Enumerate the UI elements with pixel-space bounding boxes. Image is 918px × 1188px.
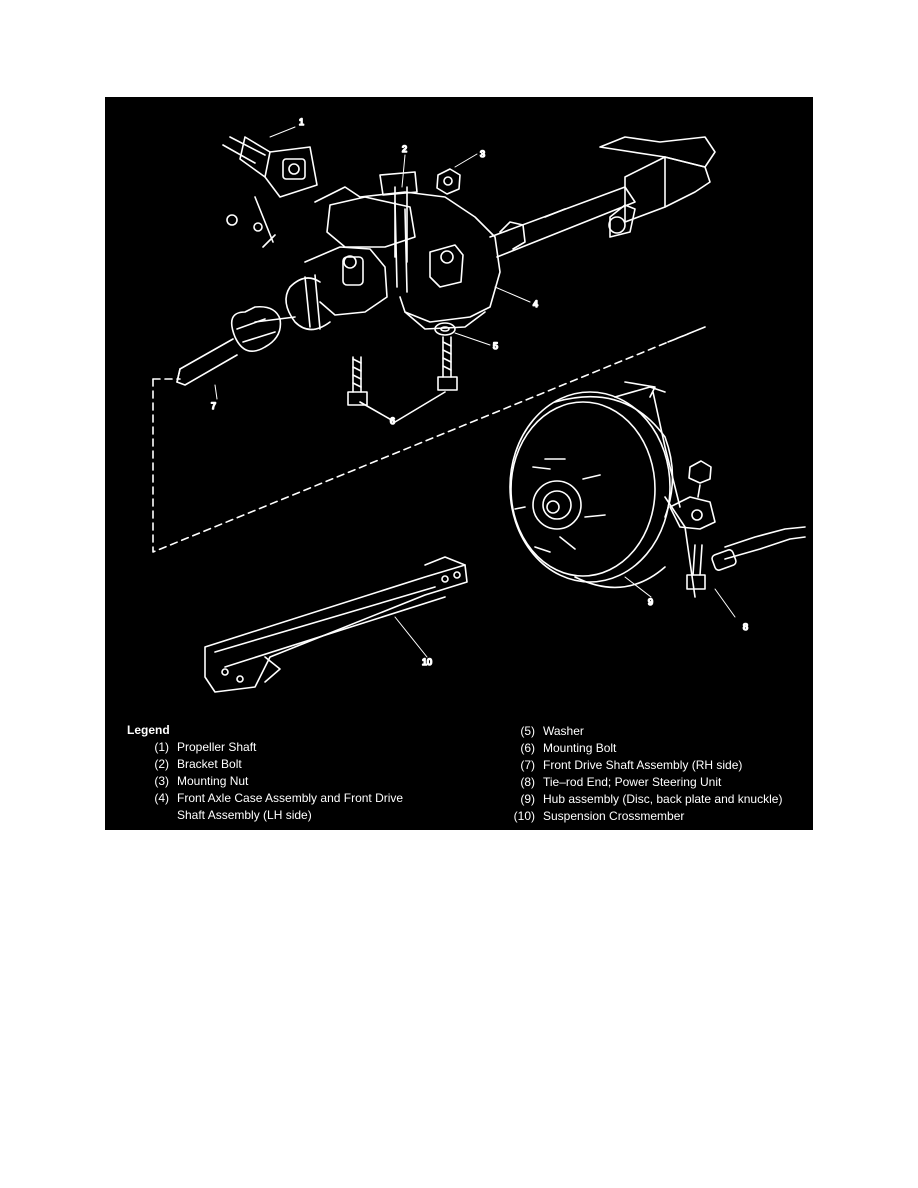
callout-7: 7 xyxy=(211,401,216,411)
legend-item-label: Suspension Crossmember xyxy=(543,809,685,823)
legend-item-number: (8) xyxy=(520,775,535,789)
legend-item-label: Mounting Nut xyxy=(177,774,249,788)
legend-item: (2) Bracket Bolt xyxy=(127,756,447,773)
legend-item-label: Propeller Shaft xyxy=(177,740,257,754)
legend-item: (4) Front Axle Case Assembly and Front Dr… xyxy=(127,790,447,824)
diagram-artwork: 1 2 3 4 5 6 7 8 9 10 xyxy=(152,116,806,693)
legend-item-label: Front Axle Case Assembly and Front Drive… xyxy=(177,791,404,822)
legend-item-label: Tie–rod End; Power Steering Unit xyxy=(543,775,722,789)
legend-item-number: (4) xyxy=(154,791,169,805)
legend-item-label: Hub assembly (Disc, back plate and knuck… xyxy=(543,792,783,806)
callout-8: 8 xyxy=(743,622,748,632)
legend-item-number: (9) xyxy=(520,792,535,806)
legend-item-number: (7) xyxy=(520,758,535,772)
legend-item-label: Front Drive Shaft Assembly (RH side) xyxy=(543,758,743,772)
legend-item-number: (10) xyxy=(513,809,535,823)
legend-item-number: (6) xyxy=(520,741,535,755)
legend-item: (8) Tie–rod End; Power Steering Unit xyxy=(493,774,813,791)
legend-item-label: Bracket Bolt xyxy=(177,757,242,771)
callout-leaders xyxy=(214,126,736,658)
legend-item: (7) Front Drive Shaft Assembly (RH side) xyxy=(493,757,813,774)
legend-item: (3) Mounting Nut xyxy=(127,773,447,790)
legend-item-number: (3) xyxy=(154,774,169,788)
alignment-dashed-line xyxy=(152,326,706,553)
exploded-axle-diagram: 1 2 3 4 5 6 7 8 9 10 Legend (1) Propeller… xyxy=(105,97,813,830)
legend-item: (10) Suspension Crossmember xyxy=(493,808,813,825)
legend-item: (9) Hub assembly (Disc, back plate and kn… xyxy=(493,791,813,808)
callout-9: 9 xyxy=(648,597,653,607)
callout-10: 10 xyxy=(422,657,432,667)
legend-item: (5) Washer xyxy=(493,723,813,740)
propeller-shaft xyxy=(222,136,318,248)
callout-3: 3 xyxy=(480,149,485,159)
legend-item: (6) Mounting Bolt xyxy=(493,740,813,757)
callout-1: 1 xyxy=(299,117,304,127)
legend-item-number: (5) xyxy=(520,724,535,738)
washer xyxy=(434,322,456,336)
legend-item-number: (1) xyxy=(154,740,169,754)
mounting-bolts xyxy=(347,336,458,423)
legend-left-column: (1) Propeller Shaft (2) Bracket Bolt (3) Moun… xyxy=(127,739,447,824)
legend-item: (1) Propeller Shaft xyxy=(127,739,447,756)
front-drive-shaft-rh xyxy=(176,274,331,386)
legend-right-column: (5) Washer (6) Mounting Bolt (7) Front Drive … xyxy=(493,723,813,825)
suspension-crossmember xyxy=(204,556,468,693)
hub-assembly xyxy=(509,381,716,598)
tie-rod-end xyxy=(686,460,806,590)
callout-4: 4 xyxy=(533,299,538,309)
legend-item-label: Washer xyxy=(543,724,584,738)
callout-5: 5 xyxy=(493,341,498,351)
legend-item-label: Mounting Bolt xyxy=(543,741,617,755)
axle-case-assembly xyxy=(304,136,716,330)
legend-item-number: (2) xyxy=(154,757,169,771)
callout-6: 6 xyxy=(390,416,395,426)
mounting-nut xyxy=(436,168,461,195)
callout-2: 2 xyxy=(402,144,407,154)
legend-title: Legend xyxy=(127,723,170,737)
